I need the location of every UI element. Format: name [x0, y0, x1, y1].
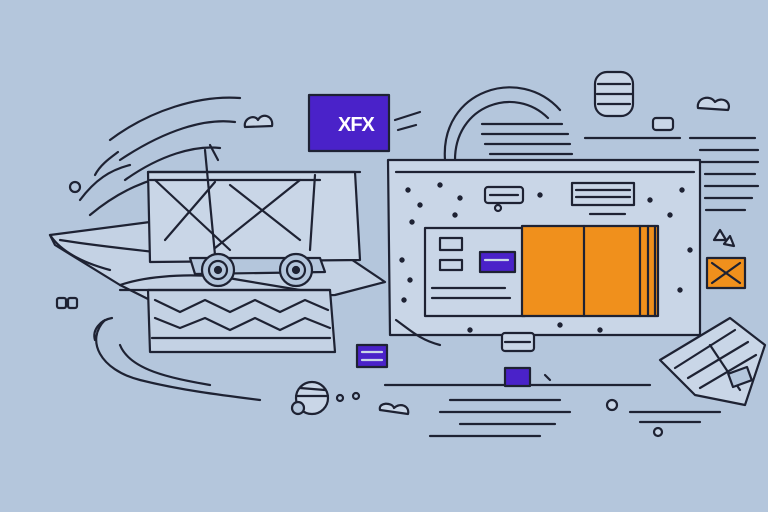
dash-mark: [393, 110, 422, 122]
cloud-icon: [696, 96, 730, 112]
tiny-box-icon: [55, 296, 68, 310]
warehouse-icon: [386, 158, 702, 337]
triangle-mark: [712, 228, 728, 242]
brand-sign: XFX: [307, 93, 391, 153]
triangle-mark: [722, 234, 736, 248]
cloud-icon: [243, 114, 274, 129]
speed-lines: [583, 136, 760, 212]
dome-structure: [443, 86, 574, 162]
dash-mark: [396, 123, 418, 132]
tiny-box-icon: [651, 116, 675, 132]
tiny-box-icon: [66, 296, 79, 310]
loop-mark: [68, 180, 82, 194]
globe-icon: [290, 380, 361, 416]
truck-icon: [146, 143, 362, 288]
brand-logo-text: XFX: [338, 114, 376, 136]
barrel-icon: [593, 70, 635, 118]
terrain-box: [118, 288, 337, 354]
parcel-icon: [355, 343, 389, 369]
cargo-box-icon: [520, 224, 660, 318]
flow-curve: [394, 318, 442, 347]
motion-swirls-lower: [93, 316, 262, 402]
x-crate-icon: [705, 256, 747, 290]
stacked-crates: [658, 316, 767, 407]
ground-lines: [378, 366, 722, 438]
